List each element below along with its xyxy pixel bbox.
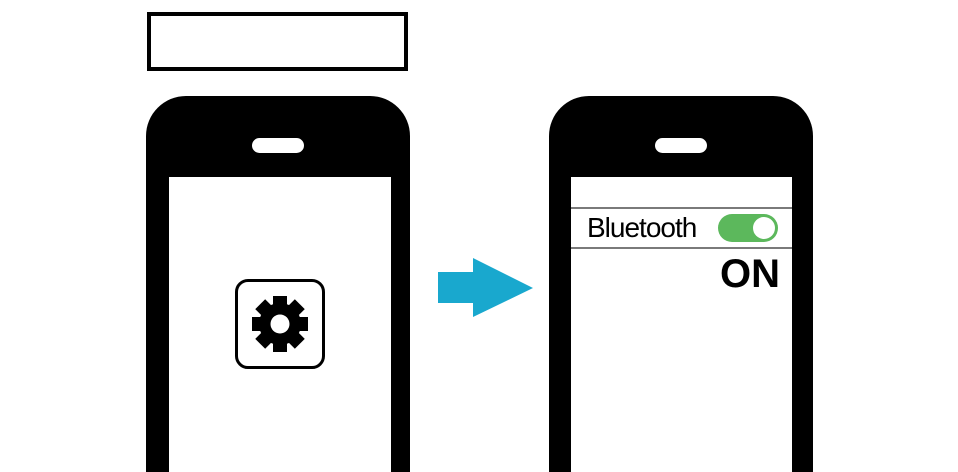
right-arrow-icon [438,258,533,317]
caption-box [147,12,408,71]
speaker-slot [252,138,304,153]
gear-icon [252,296,308,352]
phone-left [146,96,410,472]
bluetooth-row: Bluetooth [571,207,792,249]
settings-app-icon[interactable] [235,279,325,369]
toggle-knob [753,217,775,239]
on-status-text: ON [720,252,780,296]
status-strip [571,177,792,207]
phone-right-screen: Bluetooth ON [571,177,792,472]
bluetooth-label: Bluetooth [587,212,697,243]
speaker-slot [655,138,707,153]
phone-left-screen [169,177,391,472]
phone-right: Bluetooth ON [549,96,813,472]
bluetooth-toggle[interactable] [718,214,778,242]
